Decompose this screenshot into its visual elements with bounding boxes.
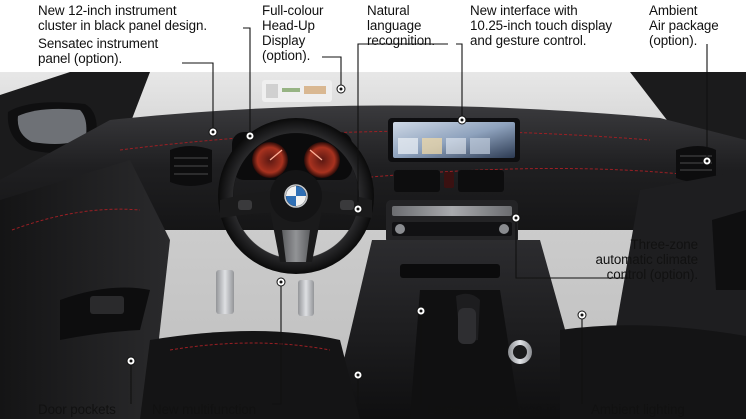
callout-line: cluster in black panel design. bbox=[38, 18, 207, 33]
callout-dot-icon[interactable] bbox=[457, 115, 467, 125]
callout-ambient-lighting: Ambient lighting bbox=[591, 402, 685, 417]
callout-ambient-air: Ambient Air package (option). bbox=[649, 3, 719, 48]
callout-line: Natural bbox=[367, 3, 410, 18]
callout-line: Display bbox=[262, 33, 306, 48]
left-air-vent bbox=[170, 146, 212, 186]
callout-line: (option). bbox=[262, 48, 311, 63]
callout-storage-area: Larger storage area in bbox=[427, 402, 557, 417]
callout-line: Larger storage area in bbox=[427, 402, 557, 417]
callout-line: Head-Up bbox=[262, 18, 315, 33]
leader-lines bbox=[130, 27, 708, 405]
callout-touch-interface: New interface with 10.25-inch touch disp… bbox=[470, 3, 612, 48]
callout-dot-icon[interactable] bbox=[577, 310, 587, 320]
callout-dot-icon[interactable] bbox=[245, 131, 255, 141]
callout-line: and gesture control. bbox=[470, 33, 587, 48]
touch-display bbox=[388, 118, 520, 162]
callout-line: Ambient bbox=[649, 3, 698, 18]
callout-line: 10.25-inch touch display bbox=[470, 18, 613, 33]
callout-dot-icon[interactable] bbox=[702, 156, 712, 166]
callout-dot-icon[interactable] bbox=[353, 370, 363, 380]
callout-sensatec: Sensatec instrument panel (option). bbox=[38, 36, 158, 66]
callout-line: New interface with bbox=[470, 3, 578, 18]
callout-line: Air package bbox=[649, 18, 719, 33]
callout-line: Sensatec instrument bbox=[38, 36, 159, 51]
callout-dot-icon[interactable] bbox=[126, 356, 136, 366]
callout-line: automatic climate bbox=[595, 252, 699, 267]
callout-line: control (option). bbox=[606, 267, 698, 282]
callout-door-pockets: Door pockets bbox=[38, 402, 116, 417]
callout-line: recognition. bbox=[367, 33, 436, 48]
callout-dot-icon[interactable] bbox=[208, 127, 218, 137]
callout-dot-icon[interactable] bbox=[416, 306, 426, 316]
callout-climate-control: Three-zone automatic climate control (op… bbox=[596, 237, 699, 282]
steering-wheel bbox=[218, 118, 374, 274]
hud-projection bbox=[262, 80, 332, 102]
bmw-roundel-icon bbox=[284, 184, 308, 208]
callout-line: Door pockets bbox=[38, 402, 116, 417]
callout-language-recognition: Natural language recognition. bbox=[367, 3, 435, 48]
callout-line: Full-colour bbox=[262, 3, 324, 18]
callout-dot-icon[interactable] bbox=[511, 213, 521, 223]
callout-head-up-display: Full-colour Head-Up Display (option). bbox=[262, 3, 324, 63]
callout-line: New 12-inch instrument bbox=[38, 3, 177, 18]
climate-panel bbox=[386, 200, 518, 244]
callout-multifunction: New multifunction bbox=[152, 402, 256, 417]
callout-line: New multifunction bbox=[152, 402, 256, 417]
callout-dot-icon[interactable] bbox=[353, 204, 363, 214]
callout-line: (option). bbox=[649, 33, 698, 48]
callout-line: panel (option). bbox=[38, 51, 123, 66]
callout-dot-icon[interactable] bbox=[336, 84, 346, 94]
callout-instrument-cluster: New 12-inch instrument cluster in black … bbox=[38, 3, 207, 33]
callout-line: Ambient lighting bbox=[591, 402, 685, 417]
callout-line: language bbox=[367, 18, 422, 33]
callout-line: Three-zone bbox=[630, 237, 699, 252]
callout-dot-icon[interactable] bbox=[276, 277, 286, 287]
